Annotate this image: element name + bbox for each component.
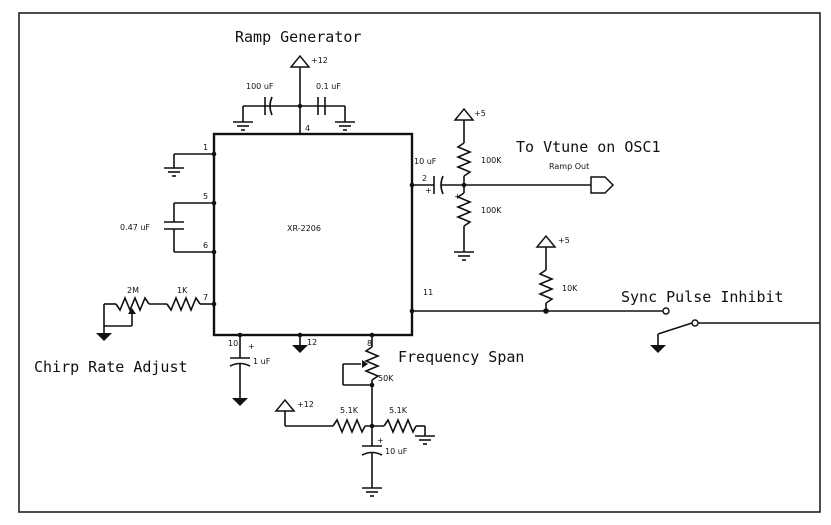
ground-5k1 xyxy=(415,435,435,445)
ground-pin7 xyxy=(96,333,112,341)
resistor-100k-bottom xyxy=(455,192,473,227)
resistor-5k1-right xyxy=(383,417,417,435)
svg-text:0.1 uF: 0.1 uF xyxy=(316,82,341,91)
svg-text:10K: 10K xyxy=(562,284,578,293)
svg-text:11: 11 xyxy=(423,288,433,297)
label-to-vtune: To Vtune on OSC1 xyxy=(516,138,661,156)
ground-pin10 xyxy=(232,398,248,406)
svg-text:2: 2 xyxy=(422,174,427,183)
svg-text:4: 4 xyxy=(305,124,310,133)
ground-pin1 xyxy=(164,167,184,177)
pot-2m xyxy=(115,295,150,313)
svg-text:+5: +5 xyxy=(558,236,570,245)
ground-pin12 xyxy=(292,345,308,353)
ic-xr2206 xyxy=(212,132,414,337)
svg-text:50K: 50K xyxy=(378,374,394,383)
svg-text:5.1K: 5.1K xyxy=(389,406,408,415)
svg-text:+: + xyxy=(454,192,461,201)
svg-text:1 uF: 1 uF xyxy=(253,357,271,366)
title-ramp-generator: Ramp Generator xyxy=(235,28,361,46)
svg-text:12: 12 xyxy=(307,338,317,347)
svg-text:+: + xyxy=(425,186,432,195)
svg-text:2M: 2M xyxy=(127,286,139,295)
ground-top-left xyxy=(233,121,253,131)
svg-text:10 uF: 10 uF xyxy=(414,157,437,166)
svg-text:100K: 100K xyxy=(481,206,502,215)
svg-text:8: 8 xyxy=(367,339,372,348)
svg-text:100 uF: 100 uF xyxy=(246,82,274,91)
resistor-10k xyxy=(537,269,555,304)
svg-text:+5: +5 xyxy=(474,109,486,118)
ground-divider xyxy=(454,251,474,261)
resistor-5k1-left xyxy=(332,417,366,435)
svg-text:10 uF: 10 uF xyxy=(385,447,408,456)
label-cap-047uf: 0.47 uF xyxy=(120,223,150,232)
ic-label: XR-2206 xyxy=(287,224,321,233)
svg-text:1K: 1K xyxy=(177,286,188,295)
sync-inhibit-switch xyxy=(650,307,820,353)
svg-text:1: 1 xyxy=(203,143,208,152)
svg-text:Ramp Out: Ramp Out xyxy=(549,162,589,171)
resistor-1k xyxy=(166,295,201,313)
svg-text:10: 10 xyxy=(228,339,238,348)
ramp-out-connector xyxy=(590,176,615,194)
label-sync-pulse: Sync Pulse Inhibit xyxy=(621,288,784,306)
ground-bottom xyxy=(362,487,382,497)
svg-text:+12: +12 xyxy=(311,56,328,65)
svg-text:5.1K: 5.1K xyxy=(340,406,359,415)
cap-0p1uf: 0.1 uF xyxy=(316,82,341,115)
pot-50k xyxy=(363,346,381,381)
svg-text:6: 6 xyxy=(203,241,208,250)
svg-text:5: 5 xyxy=(203,192,208,201)
resistor-100k-top xyxy=(455,142,473,177)
svg-text:+12: +12 xyxy=(297,400,314,409)
svg-text:+: + xyxy=(248,342,255,351)
cap-100uf: 100 uF xyxy=(246,82,274,116)
label-frequency-span: Frequency Span xyxy=(398,348,524,366)
diagram-frame xyxy=(18,12,821,513)
label-chirp-rate: Chirp Rate Adjust xyxy=(34,358,188,376)
svg-text:100K: 100K xyxy=(481,156,502,165)
svg-text:7: 7 xyxy=(203,293,208,302)
ground-top-right xyxy=(335,121,355,131)
svg-text:+: + xyxy=(377,436,384,445)
